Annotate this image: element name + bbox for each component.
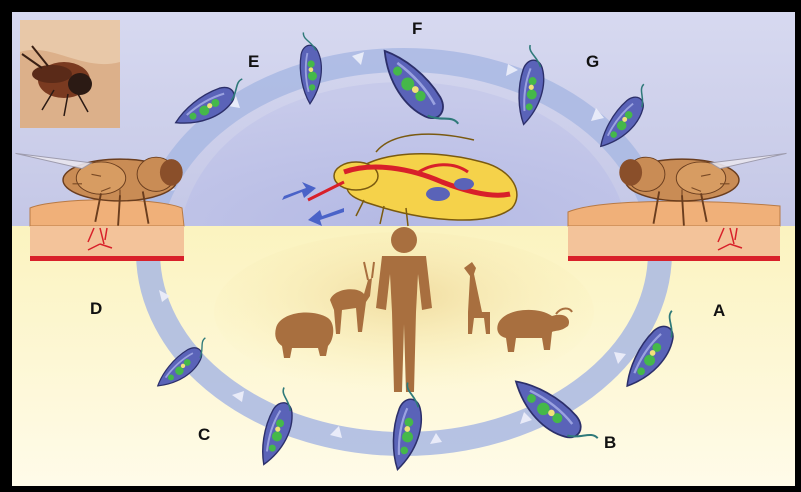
stage-label-c: C [198, 425, 210, 444]
stage-label-a: A [713, 301, 725, 320]
skin-block-right [568, 201, 780, 261]
tsetse-fly-photo [20, 20, 120, 128]
skin-block-left [30, 200, 184, 261]
stage-label-e: E [248, 52, 259, 71]
lifecycle-diagram: A B C D E F G [12, 12, 795, 486]
stage-label-f: F [412, 19, 422, 38]
lifecycle-svg: A B C D E F G [12, 12, 795, 486]
stage-label-d: D [90, 299, 102, 318]
stage-label-b: B [604, 433, 616, 452]
stage-label-g: G [586, 52, 599, 71]
